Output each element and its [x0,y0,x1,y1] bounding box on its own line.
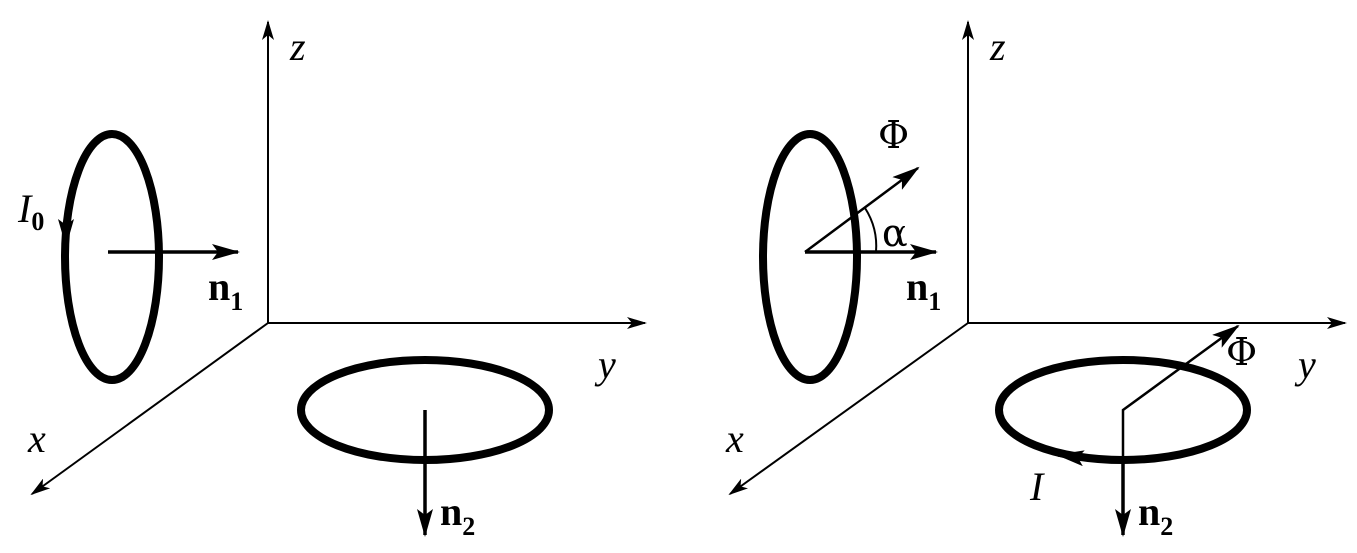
y-axis-label: y [594,342,616,387]
flux1-arrow [804,166,920,254]
x-axis [30,322,269,496]
normal-n2-label: n2 [1138,489,1173,541]
normal-n1-label: n1 [208,264,243,316]
flux1-label: Φ [878,113,909,157]
current-direction-arrow [1056,450,1091,467]
x-axis-label: x [725,416,744,461]
vertical-loop [759,130,861,384]
left-panel: z y x I0 n1 n2 [17,20,647,541]
flux2-label: Φ [1226,330,1257,374]
current-label: I0 [17,186,44,236]
z-axis-label: z [989,24,1006,69]
z-axis-label: z [289,24,306,69]
vertical-loop [61,130,163,384]
normal-n1-label: n1 [906,264,941,316]
x-axis-label: x [27,416,46,461]
x-axis [728,322,969,496]
angle-label: α [882,211,908,255]
right-panel: z y x Φ α n1 Φ I n2 [725,20,1347,541]
current-label: I [1029,464,1045,509]
normal-n2-label: n2 [440,489,475,541]
angle-arc [864,207,878,253]
y-axis-label: y [1294,342,1316,387]
